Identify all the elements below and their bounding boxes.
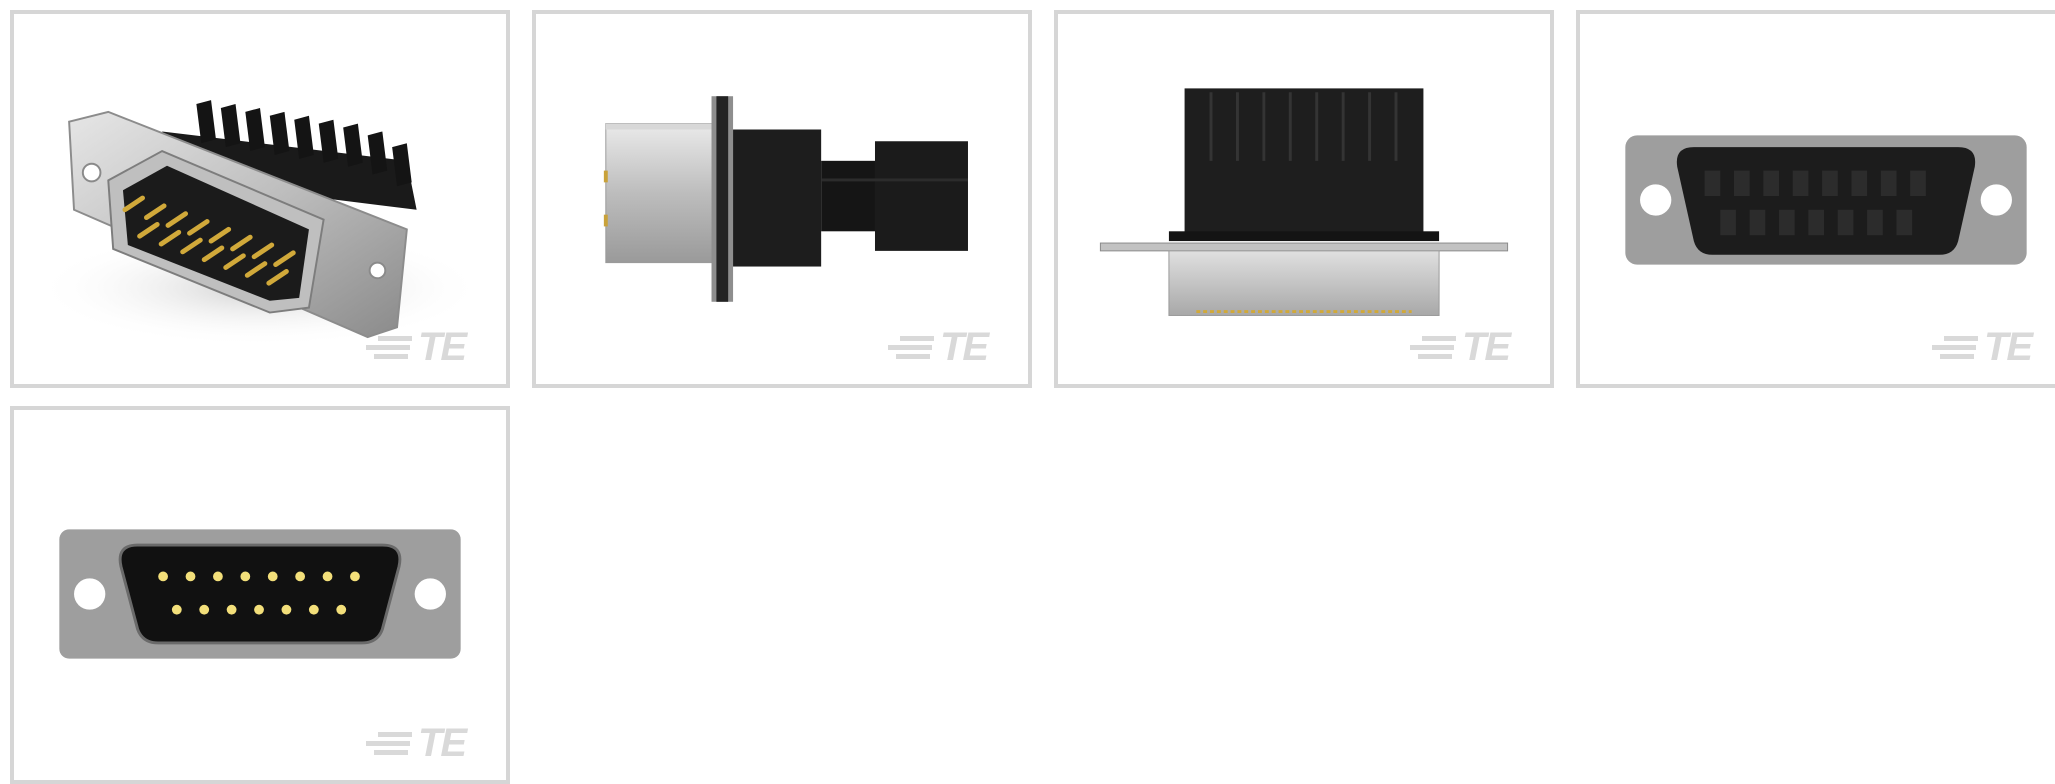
watermark-text: TE [1984, 325, 2033, 369]
te-logo-lines-icon [1410, 336, 1456, 359]
te-watermark-logo: TE [886, 325, 989, 369]
te-watermark-logo: TE [1930, 325, 2033, 369]
connector-top-image [1099, 88, 1509, 316]
watermark-text: TE [940, 325, 989, 369]
watermark-text: TE [418, 325, 467, 369]
thumbnail-side-view[interactable]: TE [532, 10, 1032, 388]
thumbnail-rear-view[interactable]: TE [1576, 10, 2055, 388]
thumbnail-isometric-view[interactable]: TE [10, 10, 510, 388]
connector-isometric-image [34, 100, 486, 347]
te-watermark-logo: TE [1408, 325, 1511, 369]
te-logo-lines-icon [1932, 336, 1978, 359]
connector-rear-image [1625, 135, 2027, 265]
te-logo-lines-icon [888, 336, 934, 359]
te-watermark-logo: TE [364, 325, 467, 369]
thumbnail-top-view[interactable]: TE [1054, 10, 1554, 388]
te-logo-lines-icon [366, 732, 412, 755]
watermark-text: TE [418, 721, 467, 765]
te-logo-lines-icon [366, 336, 412, 359]
connector-side-image [603, 96, 968, 302]
te-watermark-logo: TE [364, 721, 467, 765]
watermark-text: TE [1462, 325, 1511, 369]
connector-front-image [59, 529, 461, 659]
thumbnail-front-view[interactable]: TE [10, 406, 510, 784]
